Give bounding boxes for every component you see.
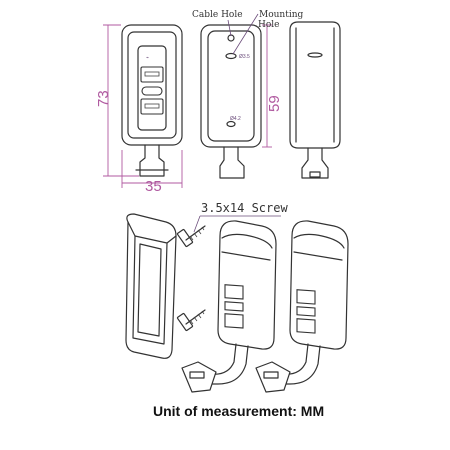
back-view: Ø3.5 Ø4.2 59	[200, 24, 283, 179]
cable-hole-label: Cable Hole	[192, 10, 243, 20]
bottom-mounting-hole	[226, 120, 236, 128]
cover-frame-view	[125, 213, 177, 359]
usb-c-port	[141, 86, 163, 96]
rear-plate-view	[289, 21, 341, 179]
hole-diameter-bottom: Ø4.2	[230, 116, 241, 122]
dimension-height-body: 59	[266, 95, 283, 112]
hole-callouts: Cable Hole Mounting Hole	[192, 10, 304, 55]
dimension-height-overall: 73	[95, 90, 112, 107]
dimension-width: 35	[145, 178, 162, 195]
assembled-unit-left	[181, 220, 277, 393]
dimension-lines: 73 35	[95, 24, 183, 195]
usb-a-port-bottom	[140, 98, 164, 115]
usb-a-port-top	[140, 66, 164, 83]
screw-label: 3.5x14 Screw	[201, 201, 288, 215]
svg-text:⌁: ⌁	[146, 55, 149, 61]
screw-top	[176, 225, 206, 248]
hole-diameter-top: Ø3.5	[239, 54, 250, 60]
mounting-hole-label-line1: Mounting	[259, 10, 304, 20]
screw-bottom	[176, 309, 206, 332]
mounting-hole-label-line2: Hole	[258, 20, 279, 30]
mounting-hole	[225, 52, 237, 60]
assembled-unit-right	[255, 220, 349, 393]
screw-callout: 3.5x14 Screw	[193, 201, 288, 233]
front-view: ⌁	[121, 24, 183, 177]
unit-of-measurement-note: Unit of measurement: MM	[153, 403, 324, 419]
